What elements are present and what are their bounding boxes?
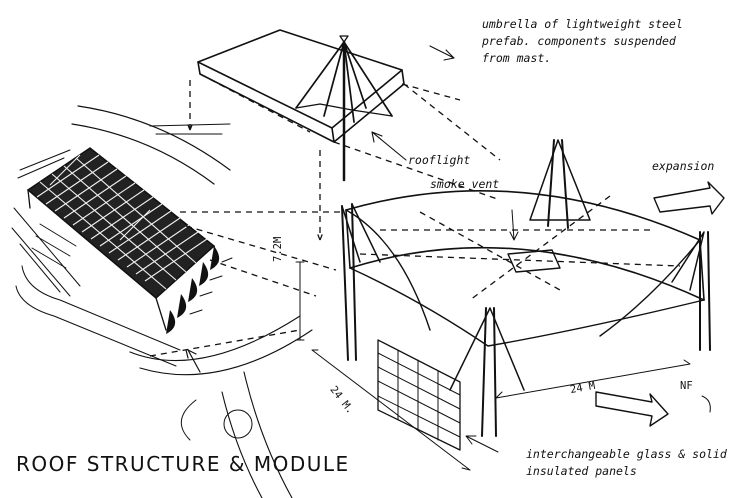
expansion-label: expansion xyxy=(652,159,715,173)
umbrella-note-line-2: prefab. components suspended xyxy=(482,34,676,48)
site-plan xyxy=(11,105,313,498)
roof-grid-plan xyxy=(26,147,233,373)
panels-note-line-1: interchangeable glass & solid xyxy=(526,447,727,461)
umbrella-module xyxy=(197,29,455,182)
smoke-vent-label: smoke vent xyxy=(430,177,500,191)
main-roof-module xyxy=(295,139,725,471)
north-label: NF xyxy=(680,380,693,392)
diagram-title: ROOF STRUCTURE & MODULE xyxy=(16,452,350,476)
panels-note: interchangeable glass & solid insulated … xyxy=(526,446,727,480)
height-dimension: 7.2M xyxy=(272,236,284,262)
projection-lines xyxy=(149,73,501,357)
umbrella-note-line-1: umbrella of lightweight steel xyxy=(482,17,683,31)
panels-note-line-2: insulated panels xyxy=(526,464,637,478)
umbrella-note-line-3: from mast. xyxy=(482,51,552,65)
rooflight-label: rooflight xyxy=(408,153,471,167)
umbrella-note: umbrella of lightweight steel prefab. co… xyxy=(482,16,683,67)
